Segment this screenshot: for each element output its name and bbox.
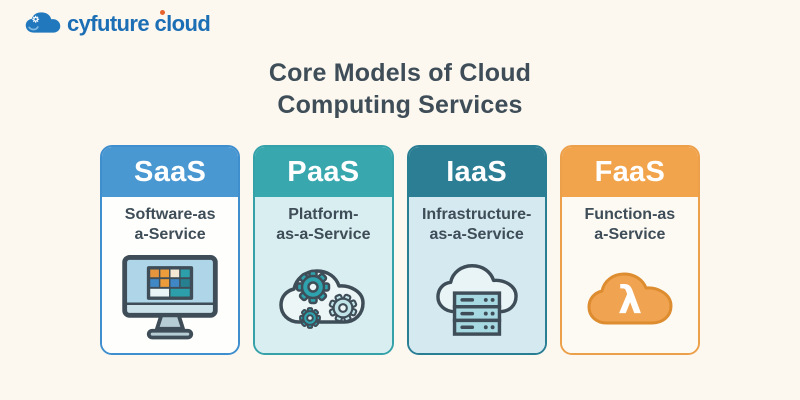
card-faas-label: Function-as a-Service [584, 206, 676, 243]
card-saas-header: SaaS [102, 147, 239, 197]
monitor-apps-icon [116, 244, 224, 353]
svg-text:λ: λ [618, 278, 642, 322]
page-title: Core Models of Cloud Computing Services [0, 57, 800, 121]
card-paas-header: PaaS [255, 147, 392, 197]
page-title-line1: Core Models of Cloud [268, 59, 532, 87]
card-saas-label: Software-as a-Service [124, 206, 216, 243]
cloud-gears-icon [273, 244, 373, 353]
page-title-line2: Computing Services [277, 91, 523, 119]
card-saas: SaaS Software-as a-Service [100, 145, 241, 355]
cyfuture-cloud-logo-icon [25, 12, 61, 33]
card-faas: FaaS Function-as a-Service λ [559, 145, 700, 355]
card-paas: PaaS Platform- as-a-Service [253, 145, 394, 355]
cloud-server-icon [428, 244, 526, 353]
cloud-lambda-icon: λ [580, 244, 680, 353]
card-paas-label: Platform- as-a-Service [276, 206, 371, 243]
card-faas-header: FaaS [561, 147, 698, 197]
brand-logo: cyfuture cloud [24, 9, 211, 39]
brand-accent-dot [160, 10, 165, 15]
card-iaas-label: Infrastructure- as-a-Service [421, 206, 532, 243]
card-iaas-header: IaaS [408, 147, 545, 197]
brand-logo-text: cyfuture cloud [67, 11, 211, 36]
service-cards-row: SaaS Software-as a-Service [100, 145, 700, 355]
card-iaas: IaaS Infrastructure- as-a-Service [406, 145, 547, 355]
